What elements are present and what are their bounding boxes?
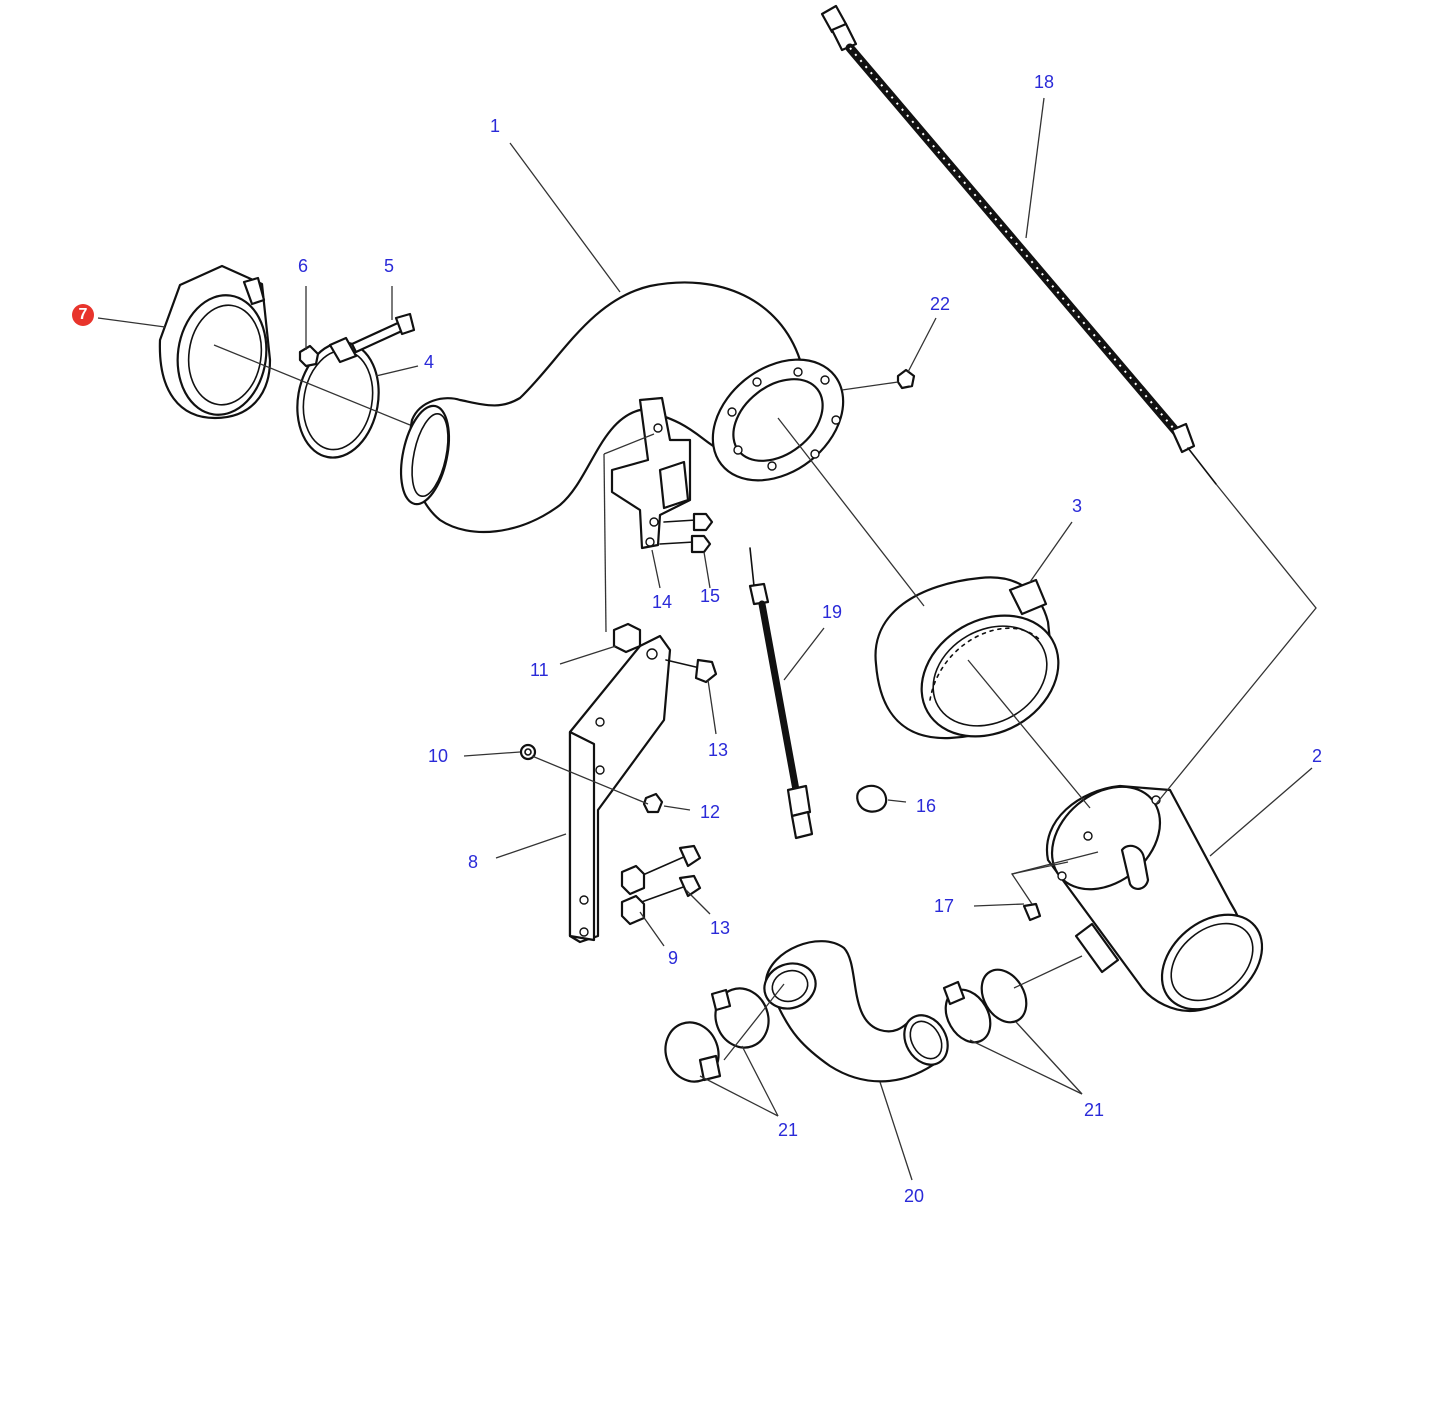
callout-6[interactable]: 6 bbox=[298, 256, 309, 276]
part-15-bolts[interactable] bbox=[659, 512, 714, 554]
part-19-probe[interactable] bbox=[748, 547, 814, 840]
part-21-hose-clamps[interactable] bbox=[657, 962, 1035, 1089]
callout-7-selected[interactable]: 7 bbox=[72, 304, 94, 326]
callout-20[interactable]: 20 bbox=[904, 1186, 925, 1206]
part-8-support-bracket[interactable] bbox=[568, 634, 672, 944]
callout-21-left[interactable]: 21 bbox=[778, 1120, 799, 1140]
callout-18[interactable]: 18 bbox=[1034, 72, 1055, 92]
callout-22[interactable]: 22 bbox=[930, 294, 951, 314]
callout-13-lower[interactable]: 13 bbox=[710, 918, 731, 938]
part-9-spacers[interactable] bbox=[620, 864, 646, 926]
part-5-bolt[interactable] bbox=[350, 312, 416, 354]
part-20-hose[interactable] bbox=[758, 940, 956, 1083]
part-11-spacer[interactable] bbox=[612, 622, 642, 654]
part-10-washer[interactable] bbox=[519, 743, 537, 761]
callout-3[interactable]: 3 bbox=[1072, 496, 1083, 516]
part-12-nut[interactable] bbox=[642, 792, 664, 814]
callout-10[interactable]: 10 bbox=[428, 746, 449, 766]
part-7-shield-collar[interactable] bbox=[158, 264, 274, 421]
callout-19[interactable]: 19 bbox=[822, 602, 843, 622]
part-22-nut[interactable] bbox=[896, 368, 916, 390]
part-3-heater-band[interactable] bbox=[874, 576, 1081, 760]
callout-17[interactable]: 17 bbox=[934, 896, 955, 916]
callout-11[interactable]: 11 bbox=[530, 660, 549, 680]
part-6-nut[interactable] bbox=[298, 344, 320, 368]
callout-15[interactable]: 15 bbox=[700, 586, 721, 606]
part-4-clamp[interactable] bbox=[289, 336, 388, 464]
part-18-cable[interactable] bbox=[820, 4, 1217, 485]
callout-16[interactable]: 16 bbox=[916, 796, 937, 816]
callout-9[interactable]: 9 bbox=[668, 948, 679, 968]
part-2-housing[interactable] bbox=[1032, 766, 1281, 1029]
leader-lines bbox=[97, 97, 1317, 1181]
part-13-bolts[interactable] bbox=[635, 658, 718, 905]
part-17-screw[interactable] bbox=[1022, 902, 1042, 922]
part-1-elbow-pipe[interactable] bbox=[393, 281, 867, 550]
callout-13-upper[interactable]: 13 bbox=[708, 740, 729, 760]
part-16-clip[interactable] bbox=[856, 784, 888, 813]
callout-8[interactable]: 8 bbox=[468, 852, 479, 872]
callout-4[interactable]: 4 bbox=[424, 352, 435, 372]
callout-21-right[interactable]: 21 bbox=[1084, 1100, 1105, 1120]
callout-5[interactable]: 5 bbox=[384, 256, 395, 276]
callout-14[interactable]: 14 bbox=[652, 592, 673, 612]
callout-12[interactable]: 12 bbox=[700, 802, 721, 822]
callout-1[interactable]: 1 bbox=[490, 116, 501, 136]
callout-2[interactable]: 2 bbox=[1312, 746, 1323, 766]
